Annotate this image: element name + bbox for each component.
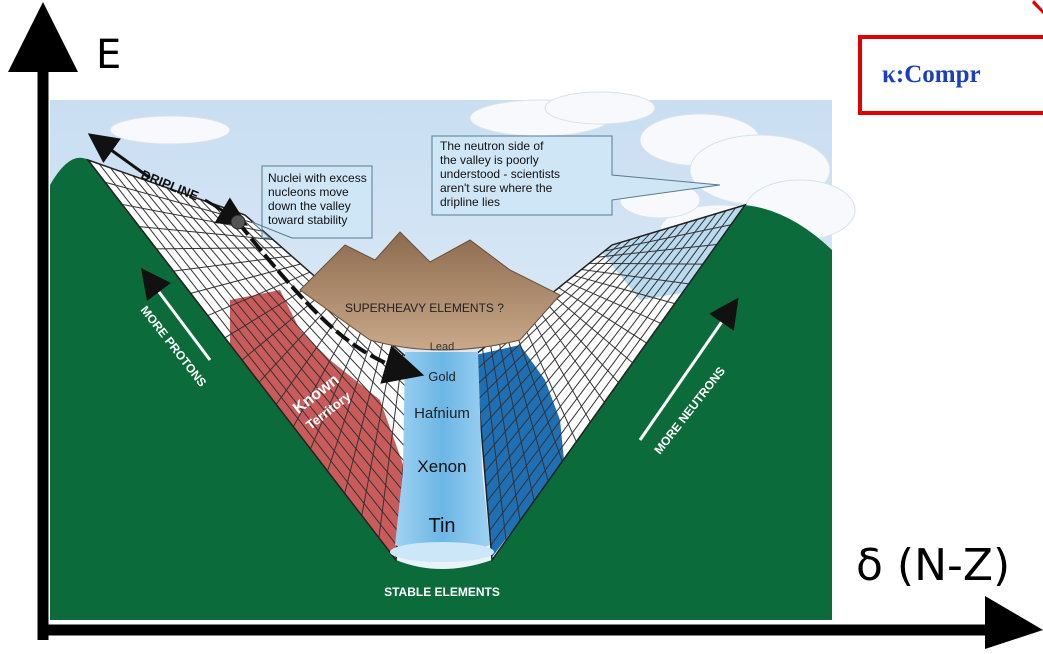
superheavy-label: SUPERHEAVY ELEMENTS ? xyxy=(345,301,504,315)
callout-excess-line: Nuclei with excess xyxy=(268,171,367,185)
callout-neutron-bubble xyxy=(431,135,721,216)
grid-line xyxy=(177,191,406,448)
grid-line xyxy=(154,183,404,476)
more-protons-arrow xyxy=(141,268,212,361)
grid-line xyxy=(490,207,736,546)
x-axis-arrowhead xyxy=(985,596,1043,649)
y-axis-label: E xyxy=(96,32,122,78)
grid-line xyxy=(199,198,408,419)
x-axis-label: δ (N-Z) xyxy=(856,540,1011,591)
compr-label-box: κ:Compr xyxy=(858,35,1043,115)
callout-neutron-line: The neutron side of xyxy=(440,139,544,153)
grid-line xyxy=(484,221,689,473)
grid-line xyxy=(188,195,407,434)
grid-line xyxy=(480,230,660,429)
grid-line xyxy=(489,210,727,532)
grid-line xyxy=(132,175,401,504)
callout-excess-line: nucleons move xyxy=(268,185,349,199)
callout-excess-line: down the valley xyxy=(268,199,351,213)
grid-line xyxy=(98,163,398,547)
y-axis-arrowhead xyxy=(8,2,78,72)
valley-ground xyxy=(50,157,832,620)
superheavy-mountain xyxy=(299,231,561,351)
more-neutrons-arrow xyxy=(638,297,739,441)
element-gold: Gold xyxy=(428,369,455,384)
grid-line xyxy=(478,236,641,400)
grid-line xyxy=(143,179,403,490)
element-xenon: Xenon xyxy=(417,457,466,476)
grid-line xyxy=(477,238,632,385)
dripline-arrow xyxy=(87,133,151,180)
element-hafnium: Hafnium xyxy=(414,405,470,422)
compr-label-text: κ:Compr xyxy=(882,61,981,88)
grid-line xyxy=(487,213,717,517)
callout-neutron-line: dripline lies xyxy=(440,195,500,209)
stable-water-column xyxy=(395,352,490,555)
callout-neutron-line: the valley is poorly xyxy=(440,153,539,167)
callout-neutron-text: The neutron side of the valley is poorly… xyxy=(440,139,563,209)
grid-line xyxy=(166,187,405,462)
element-tin: Tin xyxy=(428,515,455,537)
stable-elements-label: STABLE ELEMENTS xyxy=(384,585,500,599)
decay-path-arrow xyxy=(236,220,425,384)
grid-line xyxy=(121,171,400,518)
callout-neutron-line: understood - scientists xyxy=(440,167,560,181)
grid-line xyxy=(481,227,670,444)
callout-excess-text: Nuclei with excess nucleons move down th… xyxy=(268,171,370,227)
grid-line xyxy=(479,233,651,414)
grid-line xyxy=(483,224,679,458)
callout-excess-bubble xyxy=(251,165,373,239)
grid-line xyxy=(485,218,698,488)
element-lead: Lead xyxy=(430,341,454,353)
callout-neutron-line: aren't sure where the xyxy=(440,181,553,195)
red-corner-mark xyxy=(1032,0,1043,14)
stable-pool xyxy=(390,542,494,562)
callout-excess-line: toward stability xyxy=(268,213,347,227)
grid-line xyxy=(486,216,708,502)
nucleus-ball xyxy=(230,214,246,230)
grid-line xyxy=(110,167,399,533)
